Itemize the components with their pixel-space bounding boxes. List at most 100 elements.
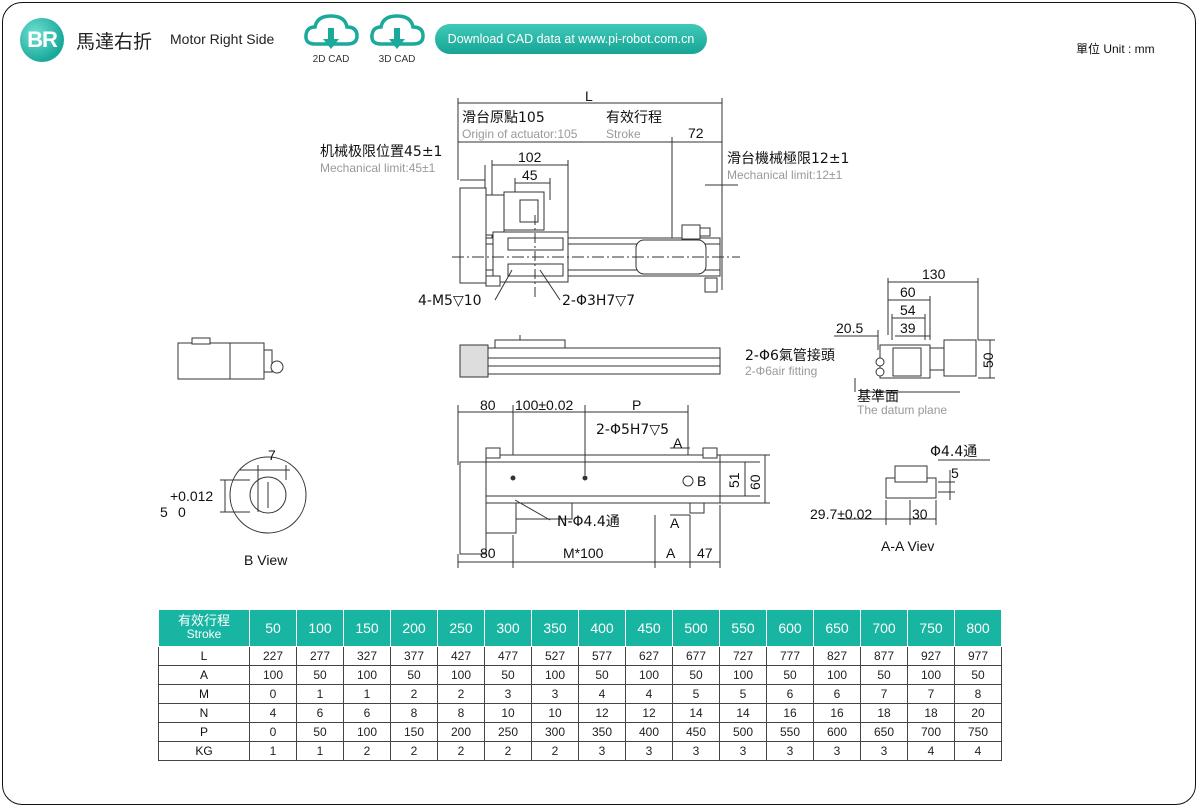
- mech-left-en: Mechanical limit:45±1: [320, 161, 436, 175]
- cad-2d-label: 2D CAD: [312, 54, 350, 65]
- table-cell: 227: [249, 646, 297, 666]
- table-cell: 14: [719, 703, 767, 723]
- table-cell: 400: [625, 722, 673, 742]
- datum-cn: 基準面: [857, 388, 899, 405]
- table-cell: 100: [719, 665, 767, 685]
- phi3-hole: 2-Φ3H7▽7: [562, 293, 635, 309]
- table-cell: 50: [484, 665, 532, 685]
- table-cell: 8: [954, 684, 1002, 704]
- datum-en: The datum plane: [857, 403, 947, 417]
- stroke-cell: 100: [296, 609, 344, 647]
- table-cell: 50: [766, 665, 814, 685]
- table-cell: 4: [249, 703, 297, 723]
- dim-30: 30: [912, 506, 928, 522]
- table-cell: 100: [437, 665, 485, 685]
- table-cell: 6: [343, 703, 391, 723]
- section-A-top: A: [673, 435, 683, 451]
- table-cell: 100: [813, 665, 861, 685]
- tol-plus: +0.012: [170, 488, 213, 504]
- table-cell: 1: [343, 684, 391, 704]
- table-cell: 277: [296, 646, 344, 666]
- fitting-cn: 2-Φ6氣管接頭: [745, 347, 835, 364]
- cad-3d-button[interactable]: 3D CAD: [369, 12, 425, 65]
- table-cell: 18: [860, 703, 908, 723]
- row-header: P: [158, 722, 250, 742]
- stroke-row: 有效行程 Stroke 50 100 150 200 250 300 350 4…: [158, 609, 1002, 647]
- table-cell: 650: [860, 722, 908, 742]
- table-cell: 100: [907, 665, 955, 685]
- dim-80-bottom: 80: [480, 545, 496, 561]
- table-cell: 2: [531, 741, 579, 761]
- table-cell: 6: [813, 684, 861, 704]
- table-cell: 727: [719, 646, 767, 666]
- table-cell: 3: [766, 741, 814, 761]
- dim-102: 102: [518, 149, 542, 165]
- table-cell: 4: [625, 684, 673, 704]
- table-cell: 4: [907, 741, 955, 761]
- row-header: L: [158, 646, 250, 666]
- dim-7: 7: [268, 447, 276, 463]
- aa-dim-5: 5: [951, 465, 959, 481]
- table-cell: 550: [766, 722, 814, 742]
- table-cell: 250: [484, 722, 532, 742]
- download-cad-link[interactable]: Download CAD data at www.pi-robot.com.cn: [435, 24, 707, 54]
- table-cell: 8: [390, 703, 438, 723]
- table-cell: 3: [719, 741, 767, 761]
- table-cell: 3: [578, 741, 626, 761]
- table-cell: 4: [954, 741, 1002, 761]
- table-cell: 100: [343, 665, 391, 685]
- dim-47: 47: [697, 545, 713, 561]
- table-cell: 877: [860, 646, 908, 666]
- table-cell: 3: [813, 741, 861, 761]
- table-cell: 677: [672, 646, 720, 666]
- fitting-en: 2-Φ6air fitting: [745, 364, 817, 378]
- table-cell: 100: [625, 665, 673, 685]
- table-cell: 300: [531, 722, 579, 742]
- row-header: A: [158, 665, 250, 685]
- table-cell: 14: [672, 703, 720, 723]
- stroke-cell: 250: [437, 609, 485, 647]
- stroke-cell: 50: [249, 609, 297, 647]
- table-cell: 10: [531, 703, 579, 723]
- mech-left-cn: 机械极限位置45±1: [320, 144, 442, 160]
- table-cell: 50: [578, 665, 626, 685]
- cad-2d-button[interactable]: 2D CAD: [303, 12, 359, 65]
- table-cell: 2: [343, 741, 391, 761]
- table-cell: 50: [390, 665, 438, 685]
- table-cell: 700: [907, 722, 955, 742]
- stroke-cell: 750: [907, 609, 955, 647]
- row-header: N: [158, 703, 250, 723]
- dim-51: 51: [726, 472, 742, 488]
- table-cell: 777: [766, 646, 814, 666]
- table-cell: 1: [296, 741, 344, 761]
- unit-label: 單位 Unit : mm: [1076, 42, 1155, 56]
- stroke-en: Stroke: [606, 127, 641, 141]
- table-cell: 600: [813, 722, 861, 742]
- table-cell: 7: [860, 684, 908, 704]
- stroke-header-cn: 有效行程: [177, 614, 230, 629]
- table-cell: 18: [907, 703, 955, 723]
- stroke-cell: 450: [625, 609, 673, 647]
- cloud-download-icon: [370, 14, 425, 49]
- stroke-cell: 150: [343, 609, 391, 647]
- dim-100: 100±0.02: [515, 397, 574, 413]
- dim-72: 72: [688, 125, 704, 141]
- dim-A: A: [666, 545, 676, 561]
- top-view-drawing: [452, 98, 740, 301]
- title-en: Motor Right Side: [170, 31, 275, 47]
- table-cell: 0: [249, 684, 297, 704]
- table-cell: 3: [672, 741, 720, 761]
- table-cell: 577: [578, 646, 626, 666]
- table-cell: 50: [672, 665, 720, 685]
- table-cell: 50: [296, 722, 344, 742]
- table-cell: 3: [625, 741, 673, 761]
- table-cell: 100: [249, 665, 297, 685]
- technical-drawing: L 滑台原點105 Origin of actuator:105 有效行程 St…: [160, 88, 996, 568]
- table-cell: 100: [343, 722, 391, 742]
- origin-cn: 滑台原點105: [462, 109, 545, 126]
